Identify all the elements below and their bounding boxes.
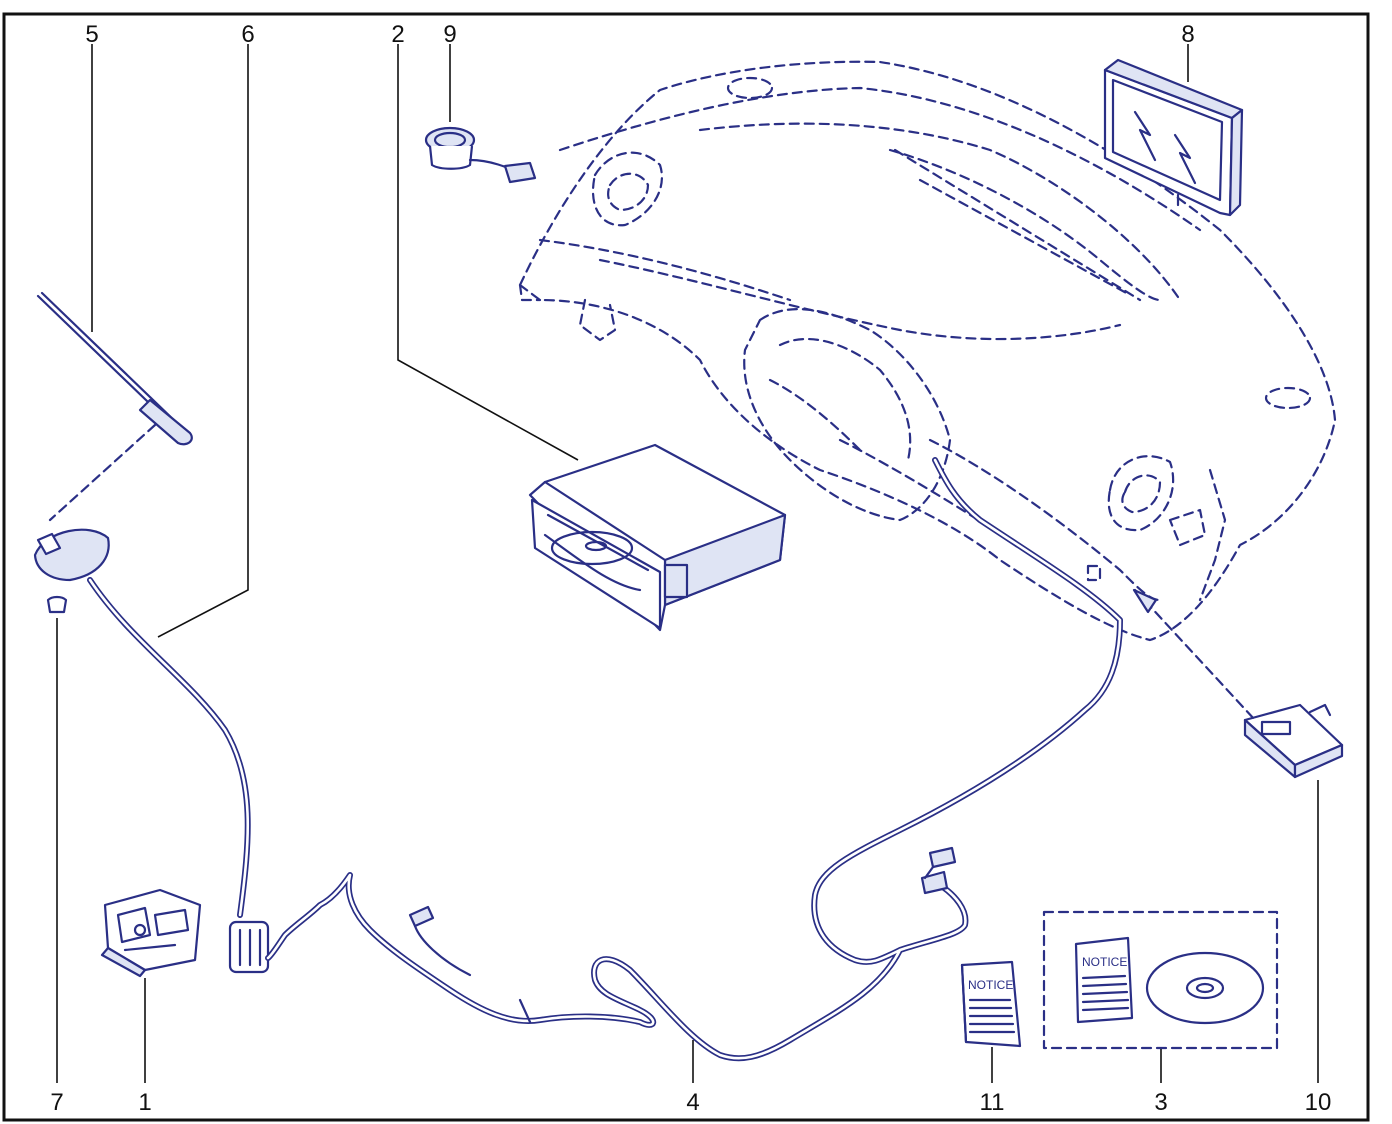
antenna-base (33, 528, 110, 614)
notice-label: NOTICE (968, 978, 1013, 992)
callout-6: 6 (241, 21, 254, 48)
callout-8: 8 (1181, 21, 1194, 48)
software-cd (1145, 951, 1265, 1025)
kit-box (1042, 910, 1279, 1050)
callout-1: 1 (138, 1089, 151, 1116)
module-guide-line (1133, 588, 1257, 722)
callout-7: 7 (50, 1089, 63, 1116)
harness-connectors (408, 846, 957, 1024)
diagram-frame (2, 12, 1370, 1122)
control-module (1243, 703, 1344, 779)
antenna-rod (36, 291, 193, 446)
antenna-cable (87, 577, 251, 918)
callout-3: 3 (1154, 1089, 1167, 1116)
callout-10: 10 (1305, 1089, 1332, 1116)
kit-notice-booklet: NOTICE (1074, 936, 1134, 1024)
callout-5: 5 (85, 21, 98, 48)
callout-4: 4 (686, 1089, 699, 1116)
dashboard-outline (518, 60, 1337, 642)
notice-booklet: NOTICE (960, 960, 1022, 1048)
guide-arrowhead (1132, 588, 1158, 614)
kit-notice-label: NOTICE (1082, 955, 1127, 969)
callout-11: 11 (980, 1089, 1005, 1116)
antenna-connector-block (228, 920, 270, 974)
antenna-guide-line (48, 423, 157, 522)
bracket-receiver (100, 888, 202, 978)
display-screen (1103, 58, 1244, 217)
radio-cd-unit (528, 443, 787, 632)
leader-lines (56, 44, 1319, 1083)
callout-2: 2 (391, 21, 404, 48)
callout-9: 9 (443, 21, 456, 48)
callout-labels: 5 6 2 9 8 7 1 4 11 3 10 (50, 21, 1331, 1116)
notice-text-lines (968, 998, 1016, 1034)
speaker-unit (424, 126, 537, 184)
